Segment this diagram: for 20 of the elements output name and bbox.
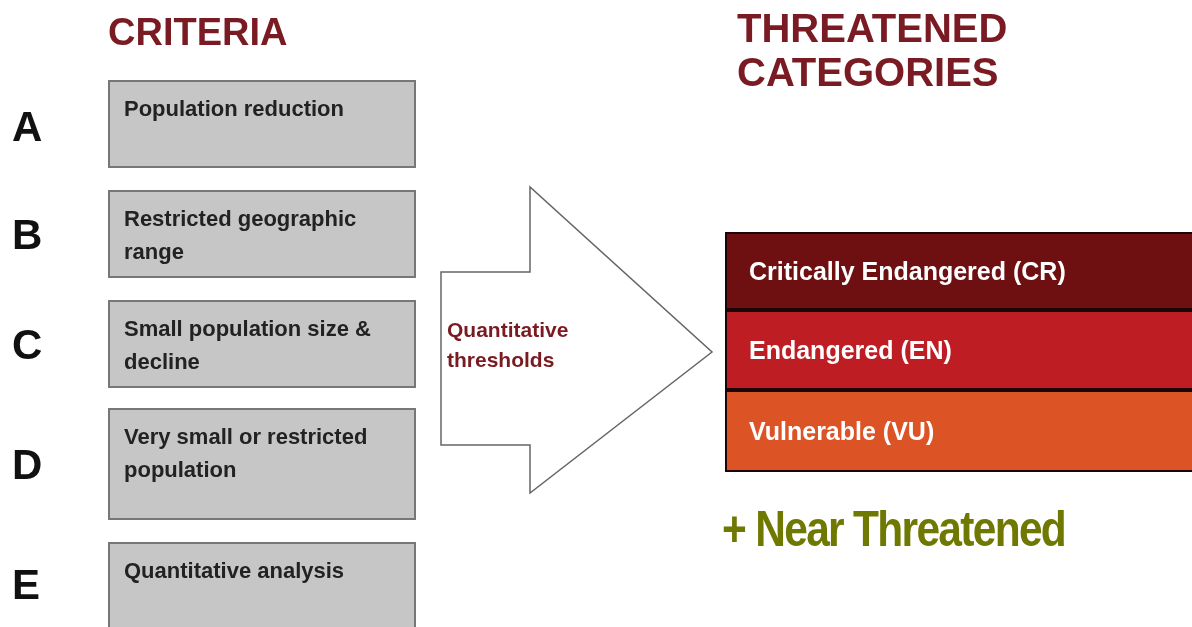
column-heading: CRITERIA	[108, 12, 289, 54]
criterion-box: Population reduction	[108, 80, 416, 168]
column-heading: THREATENED CATEGORIES	[737, 6, 1009, 94]
category-label: Critically Endangered (CR)	[749, 256, 1066, 286]
category-band	[725, 310, 1192, 390]
category-band	[725, 390, 1192, 472]
category-band	[725, 232, 1192, 310]
criterion-box: Quantitative analysis	[108, 542, 416, 627]
criterion-box: Restricted geographic range	[108, 190, 416, 278]
criterion-letter: D	[12, 442, 44, 489]
arrow-label: Quantitative thresholds	[447, 317, 570, 373]
criterion-box: Very small or restricted population	[108, 408, 416, 520]
criterion-box: Small population size & decline	[108, 300, 416, 388]
category-label: Endangered (EN)	[749, 335, 952, 365]
note-text: + Near Threatened	[722, 502, 1067, 557]
criterion-letter: C	[12, 322, 44, 369]
category-label: Vulnerable (VU)	[749, 416, 935, 446]
criterion-letter: B	[12, 212, 44, 259]
criterion-letter: E	[12, 562, 41, 609]
criterion-letter: A	[12, 104, 44, 151]
